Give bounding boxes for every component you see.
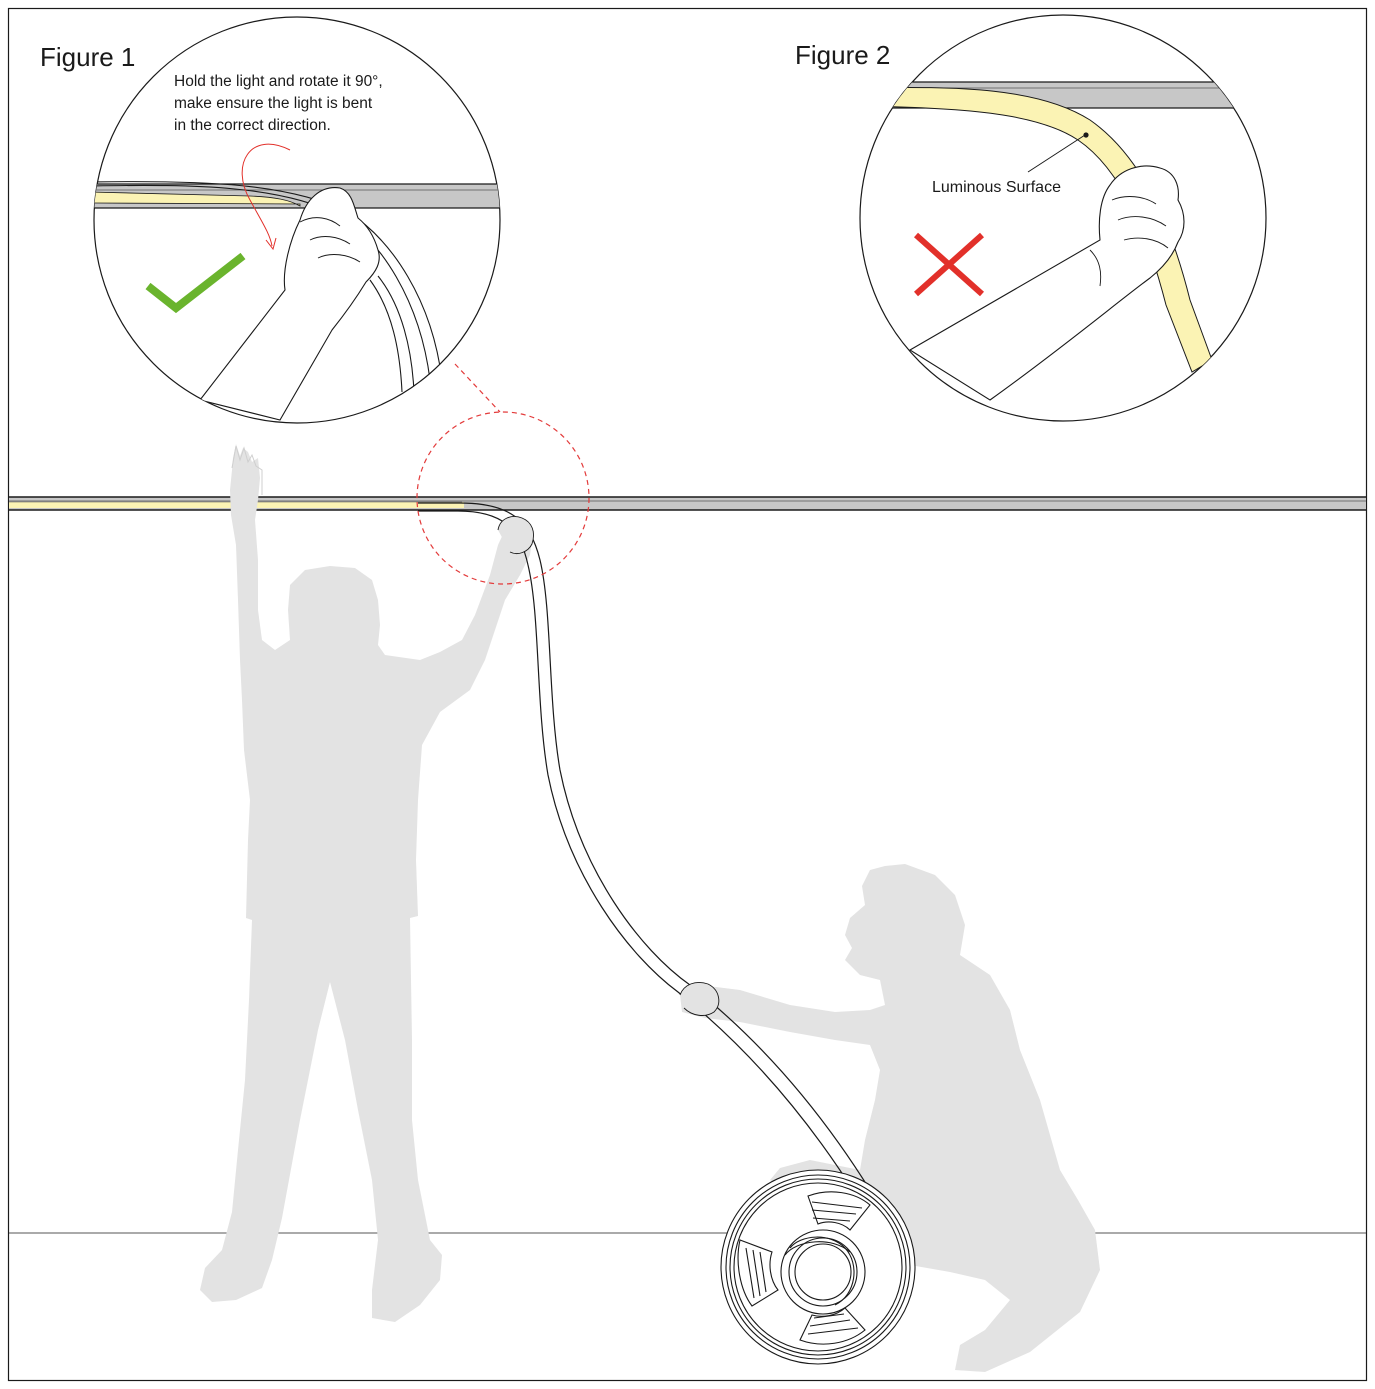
cable-reel bbox=[721, 1170, 915, 1364]
figure1-instruction-line1: Hold the light and rotate it 90°, bbox=[174, 73, 383, 90]
figure1-instruction-line3: in the correct direction. bbox=[174, 117, 331, 134]
luminous-surface-label: Luminous Surface bbox=[932, 179, 1061, 196]
figure2-label: Figure 2 bbox=[795, 40, 890, 70]
figure1-label: Figure 1 bbox=[40, 42, 135, 72]
figure1-instruction-line2: make ensure the light is bent bbox=[174, 95, 373, 112]
standing-person-silhouette bbox=[200, 444, 532, 1322]
figure2-detail: Figure 2 Luminous Surface bbox=[795, 15, 1270, 421]
figure1-detail: Figure 1 Hold the light and rotate it 90… bbox=[40, 17, 500, 423]
main-scene bbox=[9, 444, 1366, 1372]
